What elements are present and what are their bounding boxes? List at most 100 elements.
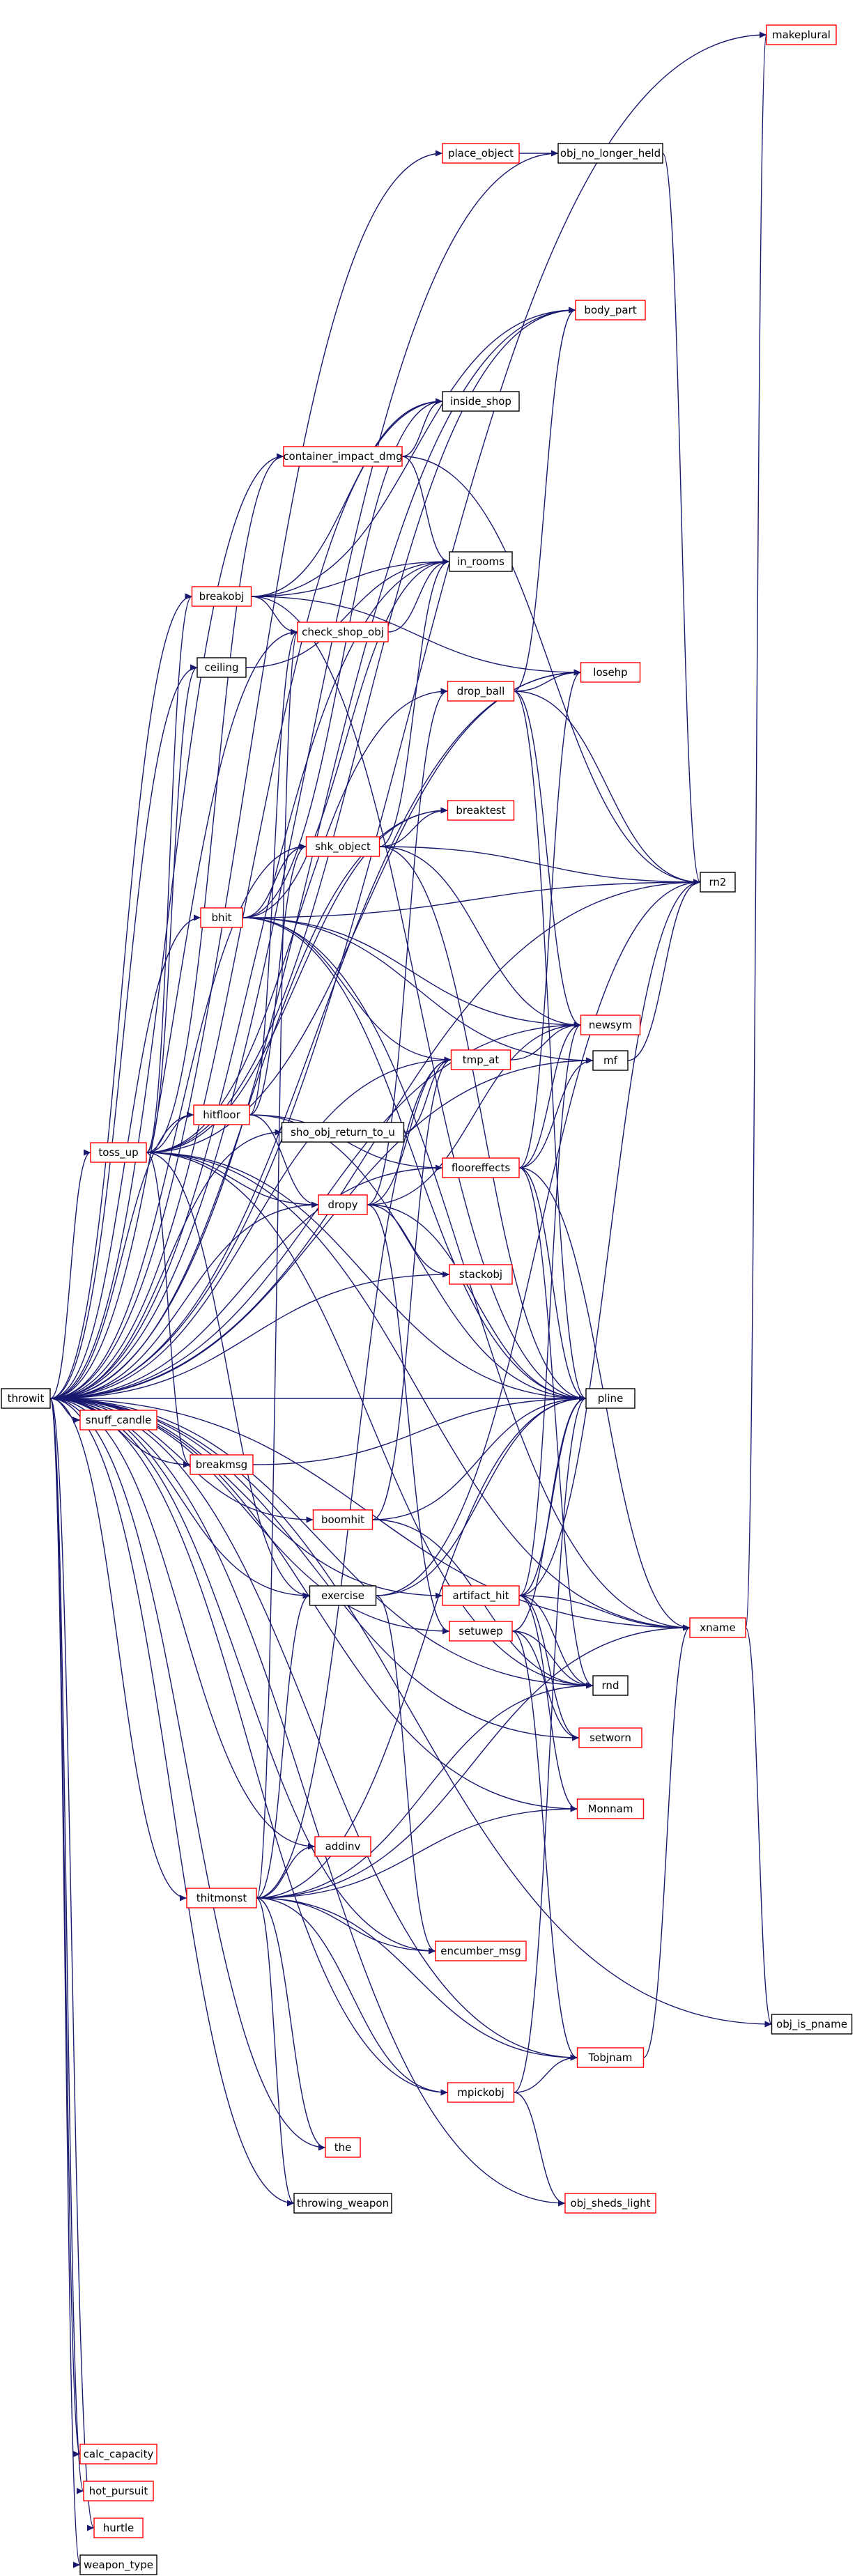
edge-hitfloor-to-check_shop_obj (249, 628, 298, 1116)
edge-dropy-to-setuwep (367, 1204, 450, 1635)
node-thitmonst[interactable]: thitmonst (186, 1888, 257, 1908)
node-flooreffects[interactable]: flooreffects (442, 1157, 520, 1178)
node-check_shop_obj[interactable]: check_shop_obj (297, 622, 389, 642)
node-drop_ball[interactable]: drop_ball (447, 681, 515, 702)
edge-throwit-to-setuwep (49, 1398, 450, 1635)
edge-thitmonst-to-tmp_at (256, 1056, 452, 1899)
node-box-place_object (442, 143, 520, 164)
edge-check_shop_obj-to-in_rooms (387, 558, 450, 633)
node-newsym[interactable]: newsym (580, 1015, 641, 1035)
node-weapon_type[interactable]: weapon_type (79, 2554, 157, 2575)
edge-thitmonst-to-exercise (256, 1592, 310, 1899)
node-obj_is_pname[interactable]: obj_is_pname (771, 2014, 853, 2035)
node-box-breaktest (447, 800, 515, 821)
node-label-flooreffects: flooreffects (452, 1162, 511, 1174)
node-rnd[interactable]: rnd (592, 1675, 629, 1696)
edge-layer (49, 31, 773, 2568)
node-box-inside_shop (442, 391, 520, 412)
node-pline[interactable]: pline (585, 1388, 636, 1409)
node-breaktest[interactable]: breaktest (447, 800, 515, 821)
node-container_impact_dmg[interactable]: container_impact_dmg (283, 446, 403, 467)
node-breakmsg[interactable]: breakmsg (190, 1454, 254, 1475)
node-breakobj[interactable]: breakobj (191, 586, 252, 607)
edge-mpickobj-to-Tobjnam (514, 2054, 578, 2093)
node-boomhit[interactable]: boomhit (312, 1509, 373, 1530)
node-encumber_msg[interactable]: encumber_msg (435, 1941, 527, 1961)
node-ceiling[interactable]: ceiling (197, 657, 247, 678)
node-obj_sheds_light[interactable]: obj_sheds_light (564, 2193, 656, 2214)
edge-bhit-to-tmp_at (242, 917, 452, 1063)
node-label-toss_up: toss_up (98, 1146, 138, 1159)
node-addinv[interactable]: addinv (314, 1836, 371, 1857)
node-label-tmp_at: tmp_at (463, 1054, 500, 1067)
node-label-throwit: throwit (8, 1392, 45, 1405)
node-mpickobj[interactable]: mpickobj (447, 2082, 515, 2103)
node-tmp_at[interactable]: tmp_at (450, 1049, 511, 1070)
node-box-breakobj (191, 586, 252, 607)
node-label-inside_shop: inside_shop (450, 395, 511, 408)
node-box-calc_capacity (79, 2444, 157, 2465)
node-shk_object[interactable]: shk_object (305, 836, 380, 857)
node-dropy[interactable]: dropy (318, 1194, 368, 1215)
node-label-ceiling: ceiling (204, 661, 238, 674)
edge-thitmonst-to-encumber_msg (256, 1897, 436, 1954)
edge-artifact_hit-to-newsym (518, 1021, 581, 1596)
node-hot_pursuit[interactable]: hot_pursuit (83, 2481, 154, 2501)
edge-thitmonst-to-pline (256, 1395, 587, 1899)
node-makeplural[interactable]: makeplural (766, 24, 837, 45)
node-box-snuff_candle (79, 1410, 157, 1430)
node-throwing_weapon[interactable]: throwing_weapon (293, 2193, 392, 2214)
node-box-container_impact_dmg (283, 446, 403, 467)
node-inside_shop[interactable]: inside_shop (442, 391, 520, 412)
node-obj_no_longer_held[interactable]: obj_no_longer_held (557, 143, 663, 164)
edge-throwit-to-calc_capacity (49, 1398, 81, 2457)
edge-toss_up-to-hitfloor (146, 1111, 194, 1153)
node-Tobjnam[interactable]: Tobjnam (576, 2047, 645, 2068)
edge-throwit-to-hitfloor (49, 1111, 194, 1399)
node-calc_capacity[interactable]: calc_capacity (79, 2444, 157, 2465)
node-box-mpickobj (447, 2082, 515, 2103)
node-label-rnd: rnd (602, 1679, 619, 1692)
node-artifact_hit[interactable]: artifact_hit (442, 1585, 520, 1606)
node-place_object[interactable]: place_object (442, 143, 520, 164)
node-hitfloor[interactable]: hitfloor (193, 1104, 250, 1125)
node-xname[interactable]: xname (689, 1617, 746, 1638)
node-the[interactable]: the (325, 2137, 361, 2158)
node-label-container_impact_dmg: container_impact_dmg (283, 450, 402, 463)
node-label-exercise: exercise (321, 1589, 364, 1602)
node-label-weapon_type: weapon_type (84, 2559, 153, 2572)
node-box-encumber_msg (435, 1941, 527, 1961)
edge-flooreffects-to-losehp (518, 669, 581, 1169)
node-exercise[interactable]: exercise (309, 1585, 377, 1606)
node-box-setuwep (449, 1621, 513, 1642)
node-label-snuff_candle: snuff_candle (86, 1414, 152, 1427)
edge-xname-to-obj_is_pname (745, 1627, 773, 2028)
node-box-makeplural (766, 24, 837, 45)
node-setuwep[interactable]: setuwep (449, 1621, 513, 1642)
node-bhit[interactable]: bhit (200, 907, 243, 928)
edge-breakobj-to-losehp (251, 596, 581, 676)
node-rn2[interactable]: rn2 (700, 872, 736, 893)
node-losehp[interactable]: losehp (580, 662, 641, 683)
node-body_part[interactable]: body_part (575, 300, 646, 321)
edge-artifact_hit-to-Monnam (518, 1595, 578, 1812)
node-snuff_candle[interactable]: snuff_candle (79, 1410, 157, 1430)
node-Monnam[interactable]: Monnam (576, 1798, 645, 1819)
node-box-dropy (318, 1194, 368, 1215)
node-toss_up[interactable]: toss_up (90, 1142, 147, 1163)
node-sho_obj_return_to_u[interactable]: sho_obj_return_to_u (281, 1122, 405, 1143)
edge-throwit-to-ceiling (49, 664, 198, 1399)
node-label-rn2: rn2 (709, 876, 727, 888)
node-box-obj_is_pname (771, 2014, 853, 2035)
node-hurtle[interactable]: hurtle (93, 2517, 144, 2538)
node-throwit: throwit (1, 1388, 51, 1409)
edge-toss_up-to-pline (146, 1152, 587, 1402)
node-box-body_part (575, 300, 646, 321)
node-mf[interactable]: mf (592, 1050, 629, 1071)
node-in_rooms[interactable]: in_rooms (449, 551, 513, 572)
node-label-setworn: setworn (590, 1732, 631, 1744)
edge-throwit-to-weapon_type (49, 1398, 81, 2568)
node-stackobj[interactable]: stackobj (449, 1264, 513, 1285)
node-setworn[interactable]: setworn (578, 1727, 642, 1748)
edge-throwit-to-throwing_weapon (49, 1398, 295, 2207)
